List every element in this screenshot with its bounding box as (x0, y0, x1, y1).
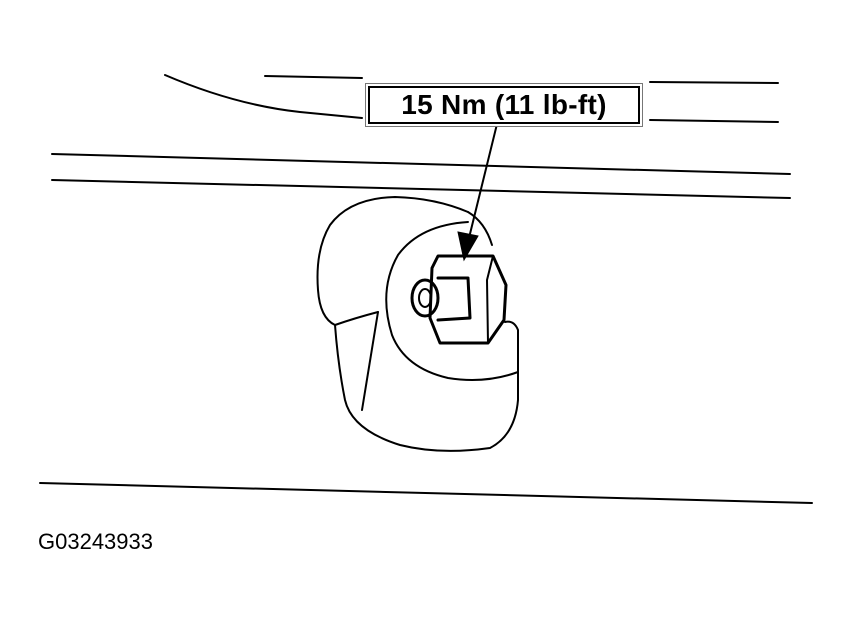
body-edge-upper (51, 153, 791, 175)
fitting-tube-end (410, 278, 440, 318)
inner-ring (385, 221, 519, 381)
body-edge-bottom (39, 482, 813, 504)
top-panel-line-right (649, 81, 779, 84)
upper-curved-edge (164, 74, 363, 119)
figure-id: G03243933 (38, 529, 153, 554)
mounting-boss-outline (316, 196, 519, 452)
fitting-bore (418, 288, 432, 308)
boss-seam (361, 311, 379, 411)
body-edge-middle (51, 179, 791, 199)
top-panel-line-left (264, 75, 363, 79)
torque-callout: 15 Nm (11 lb-ft) (368, 86, 640, 124)
fitting-tube (436, 276, 472, 322)
hex-nut-flat (486, 255, 494, 344)
outer-ring-edge (467, 211, 493, 246)
boss-left-split (334, 311, 379, 326)
top-panel-line-lower-right (649, 119, 779, 123)
torque-callout-label: 15 Nm (11 lb-ft) (401, 89, 607, 120)
callout-arrowhead (457, 231, 479, 262)
callout-leader-line (467, 123, 498, 243)
